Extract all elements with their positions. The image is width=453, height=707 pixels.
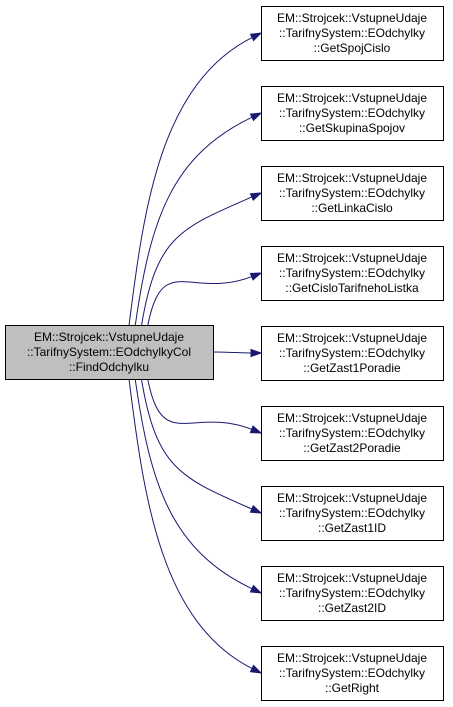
target-node-getskupinaspojov-label-line: ::TarifnySystem::EOdchylky — [279, 106, 425, 120]
target-node-getzast2poradie-label-line: ::TarifnySystem::EOdchylky — [279, 426, 425, 440]
target-node-getskupinaspojov-label-line: EM::Strojcek::VstupneUdaje — [277, 91, 427, 105]
target-node-getzast2poradie-label-line: ::GetZast2Poradie — [303, 441, 401, 455]
call-nodes: EM::Strojcek::VstupneUdaje::TarifnySyste… — [5, 6, 444, 701]
target-node-getzast1poradie-label-line: ::GetZast1Poradie — [303, 361, 401, 375]
target-node-getzast2poradie[interactable]: EM::Strojcek::VstupneUdaje::TarifnySyste… — [261, 406, 444, 461]
source-node-find-odchylku-label-line: ::TarifnySystem::EOdchylkyCol — [27, 345, 191, 359]
target-node-getspojcislo-label-line: EM::Strojcek::VstupneUdaje — [277, 11, 427, 25]
call-edge — [147, 378, 253, 431]
target-node-getright-box — [261, 646, 444, 701]
arrowhead — [249, 272, 263, 281]
target-node-getlinkacislo-label-line: ::GetLinkaCislo — [311, 201, 393, 215]
arrowhead — [249, 112, 263, 122]
target-node-getlinkacislo-label-line: EM::Strojcek::VstupneUdaje — [277, 171, 427, 185]
arrowhead — [249, 664, 263, 674]
target-node-getzast1poradie-label-line: ::TarifnySystem::EOdchylky — [279, 346, 425, 360]
target-node-getzast1poradie-box — [261, 326, 444, 381]
call-edge — [141, 196, 253, 326]
call-edge — [147, 275, 253, 326]
arrowhead — [249, 425, 263, 434]
target-node-getspojcislo-box — [261, 6, 444, 61]
arrowhead — [249, 32, 263, 42]
source-node-find-odchylku-box — [5, 325, 214, 380]
target-node-getright-label-line: EM::Strojcek::VstupneUdaje — [277, 651, 427, 665]
target-node-getcislotarifneholistka-label-line: ::GetCisloTarifnehoListka — [285, 281, 419, 295]
source-node-find-odchylku-label-line: EM::Strojcek::VstupneUdaje — [34, 330, 184, 344]
call-edge — [128, 378, 254, 670]
target-node-getzast2poradie-box — [261, 406, 444, 461]
call-edge — [140, 378, 253, 510]
target-node-getzast2poradie-label-line: EM::Strojcek::VstupneUdaje — [277, 411, 427, 425]
target-node-getskupinaspojov[interactable]: EM::Strojcek::VstupneUdaje::TarifnySyste… — [261, 86, 444, 141]
target-node-getlinkacislo[interactable]: EM::Strojcek::VstupneUdaje::TarifnySyste… — [261, 166, 444, 221]
call-edge — [134, 116, 254, 326]
target-node-getspojcislo-label-line: ::TarifnySystem::EOdchylky — [279, 26, 425, 40]
target-node-getcislotarifneholistka-box — [261, 246, 444, 301]
target-node-getright[interactable]: EM::Strojcek::VstupneUdaje::TarifnySyste… — [261, 646, 444, 701]
target-node-getright-label-line: ::GetRight — [325, 681, 380, 695]
arrowhead — [249, 584, 263, 594]
target-node-getzast1poradie[interactable]: EM::Strojcek::VstupneUdaje::TarifnySyste… — [261, 326, 444, 381]
target-node-getlinkacislo-label-line: ::TarifnySystem::EOdchylky — [279, 186, 425, 200]
target-node-getzast1poradie-label-line: EM::Strojcek::VstupneUdaje — [277, 331, 427, 345]
call-edge — [128, 36, 254, 326]
call-edge — [134, 378, 254, 590]
target-node-getlinkacislo-box — [261, 166, 444, 221]
target-node-getcislotarifneholistka-label-line: EM::Strojcek::VstupneUdaje — [277, 251, 427, 265]
target-node-getright-label-line: ::TarifnySystem::EOdchylky — [279, 666, 425, 680]
arrowhead — [249, 504, 263, 514]
target-node-getzast1id-label-line: EM::Strojcek::VstupneUdaje — [277, 491, 427, 505]
arrowhead — [250, 348, 263, 358]
target-node-getspojcislo[interactable]: EM::Strojcek::VstupneUdaje::TarifnySyste… — [261, 6, 444, 61]
target-node-getspojcislo-label-line: ::GetSpojCislo — [314, 41, 391, 55]
target-node-getzast2id-label-line: ::GetZast2ID — [318, 601, 386, 615]
target-node-getskupinaspojov-label-line: ::GetSkupinaSpojov — [299, 121, 405, 135]
call-edge — [212, 351, 253, 354]
target-node-getskupinaspojov-box — [261, 86, 444, 141]
target-node-getzast2id[interactable]: EM::Strojcek::VstupneUdaje::TarifnySyste… — [261, 566, 444, 621]
call-edges — [128, 32, 263, 674]
target-node-getcislotarifneholistka[interactable]: EM::Strojcek::VstupneUdaje::TarifnySyste… — [261, 246, 444, 301]
target-node-getzast1id[interactable]: EM::Strojcek::VstupneUdaje::TarifnySyste… — [261, 486, 444, 541]
target-node-getzast1id-label-line: ::TarifnySystem::EOdchylky — [279, 506, 425, 520]
source-node-find-odchylku[interactable]: EM::Strojcek::VstupneUdaje::TarifnySyste… — [5, 325, 214, 380]
target-node-getcislotarifneholistka-label-line: ::TarifnySystem::EOdchylky — [279, 266, 425, 280]
arrowhead — [249, 192, 263, 202]
source-node-find-odchylku-label-line: ::FindOdchylku — [69, 360, 149, 374]
target-node-getzast2id-label-line: ::TarifnySystem::EOdchylky — [279, 586, 425, 600]
target-node-getzast1id-label-line: ::GetZast1ID — [318, 521, 386, 535]
target-node-getzast1id-box — [261, 486, 444, 541]
target-node-getzast2id-label-line: EM::Strojcek::VstupneUdaje — [277, 571, 427, 585]
target-node-getzast2id-box — [261, 566, 444, 621]
